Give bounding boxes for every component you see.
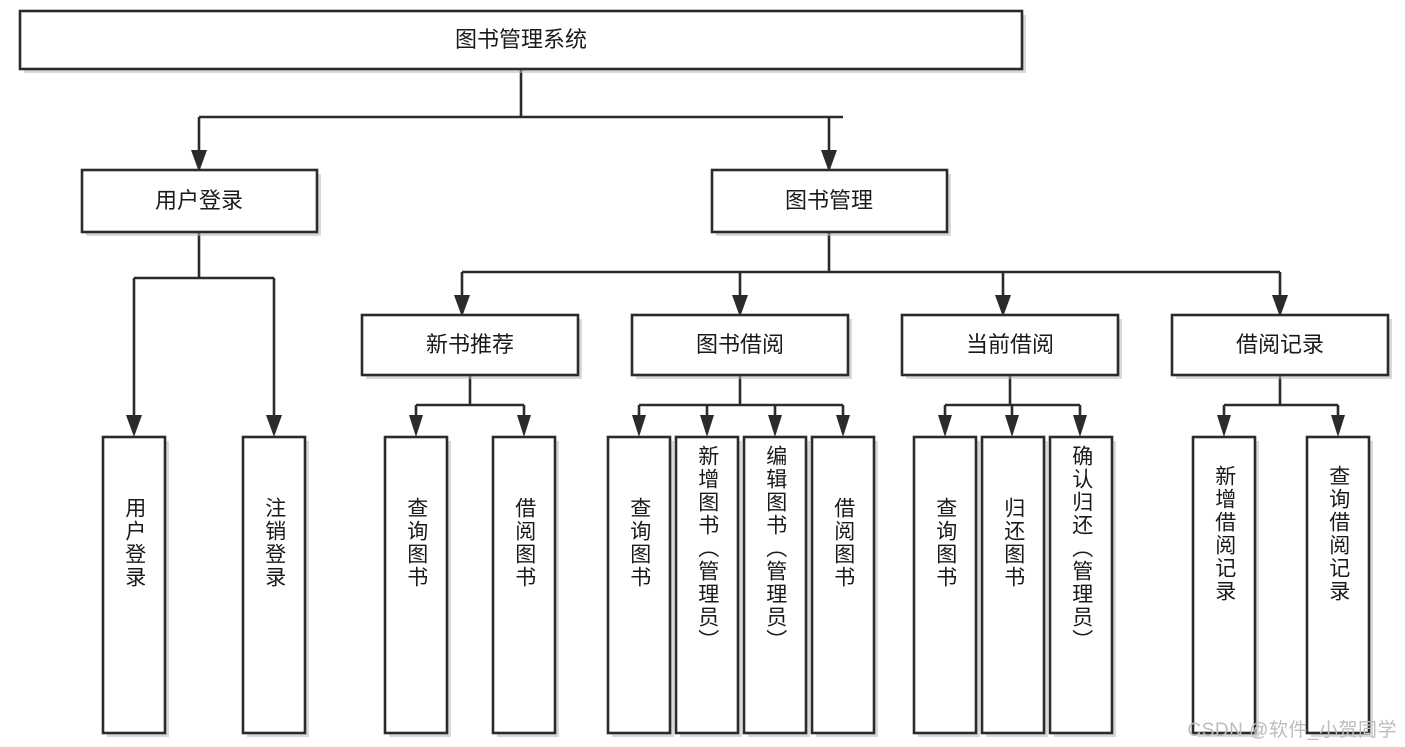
arrowhead-current-borrow-leaf-3 — [1073, 415, 1087, 437]
arrowhead-new-book-leaf-2 — [517, 415, 531, 437]
current-borrow-rect[interactable] — [900, 313, 1120, 377]
leaf-rect-borrow-record-2[interactable] — [1305, 435, 1371, 735]
book-borrow-label: 图书借阅 — [696, 332, 784, 357]
node-current-borrow[interactable]: 当前借阅 — [900, 313, 1122, 379]
arrowhead-user-login — [191, 150, 207, 172]
leaf-rect-book-borrow-1[interactable] — [606, 435, 672, 735]
node-new-book[interactable]: 新书推荐 — [360, 313, 582, 379]
leaf-rect-book-borrow-3[interactable] — [742, 435, 808, 735]
arrowhead-current-borrow — [995, 295, 1011, 317]
arrowhead-book-borrow — [732, 295, 748, 317]
root-label: 图书管理系统 — [455, 27, 587, 52]
leaf-rect-user-login-1[interactable] — [101, 435, 167, 735]
node-root[interactable]: 图书管理系统 — [18, 9, 1026, 73]
leaf-rect-new-book-2[interactable] — [491, 435, 557, 735]
book-manage-rect[interactable] — [710, 168, 949, 234]
leaf-rect-new-book-1[interactable] — [383, 435, 449, 735]
new-book-rect[interactable] — [360, 313, 580, 377]
book-borrow-rect[interactable] — [630, 313, 850, 377]
arrowhead-current-borrow-leaf-2 — [1005, 415, 1019, 437]
arrowhead-book-borrow-leaf-2 — [700, 415, 714, 437]
node-book-borrow[interactable]: 图书借阅 — [630, 313, 852, 379]
book-manage-label: 图书管理 — [785, 188, 873, 213]
arrowhead-new-book — [454, 295, 470, 317]
arrowhead-book-borrow-leaf-1 — [632, 415, 646, 437]
user-login-rect[interactable] — [80, 168, 319, 234]
arrowhead-group — [126, 150, 1345, 437]
node-borrow-record[interactable]: 借阅记录 — [1170, 313, 1392, 379]
leaf-box-group — [101, 435, 1373, 737]
arrowhead-book-borrow-leaf-4 — [836, 415, 850, 437]
arrowhead-borrow-record-leaf-1 — [1217, 415, 1231, 437]
arrowhead-book-borrow-leaf-3 — [768, 415, 782, 437]
csdn-watermark: CSDN @软件_小贺同学 — [1187, 720, 1397, 741]
current-borrow-label: 当前借阅 — [966, 332, 1054, 357]
leaf-rect-current-borrow-3[interactable] — [1048, 435, 1114, 735]
user-login-label: 用户登录 — [155, 188, 243, 213]
leaf-rect-borrow-record-1[interactable] — [1191, 435, 1257, 735]
arrowhead-user-login-leaf-2 — [266, 415, 282, 437]
arrowhead-borrow-record-leaf-2 — [1331, 415, 1345, 437]
arrowhead-current-borrow-leaf-1 — [938, 415, 952, 437]
leaf-rect-current-borrow-2[interactable] — [980, 435, 1046, 735]
leaf-rect-book-borrow-4[interactable] — [810, 435, 876, 735]
borrow-record-rect[interactable] — [1170, 313, 1390, 377]
node-book-manage[interactable]: 图书管理 — [710, 168, 951, 236]
root-rect[interactable] — [18, 9, 1024, 71]
node-user-login[interactable]: 用户登录 — [80, 168, 321, 236]
borrow-record-label: 借阅记录 — [1236, 332, 1324, 357]
arrowhead-user-login-leaf-1 — [126, 415, 142, 437]
leaf-rect-current-borrow-1[interactable] — [912, 435, 978, 735]
leaf-rect-book-borrow-2[interactable] — [674, 435, 740, 735]
arrowhead-borrow-record — [1272, 295, 1288, 317]
arrowhead-new-book-leaf-1 — [409, 415, 423, 437]
leaf-rect-user-login-2[interactable] — [241, 435, 307, 735]
new-book-label: 新书推荐 — [426, 332, 514, 357]
arrowhead-book-manage — [821, 150, 837, 172]
